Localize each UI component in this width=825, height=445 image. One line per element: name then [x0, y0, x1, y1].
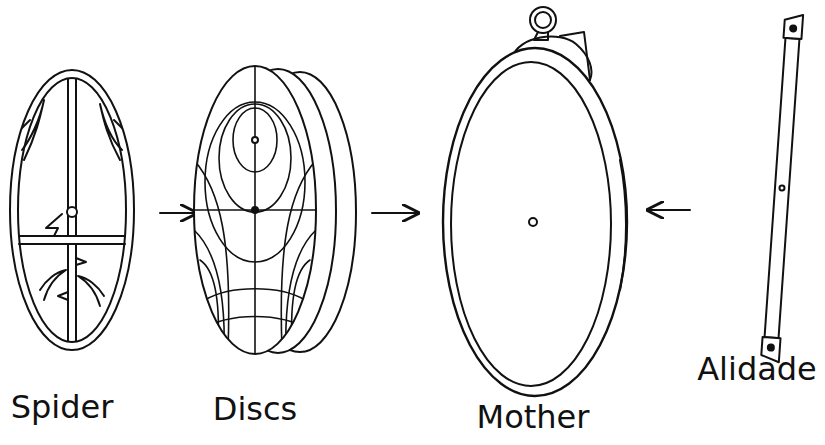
- part-name: Discs: [213, 392, 297, 427]
- alidade-drawing: [761, 14, 803, 362]
- part-name: Spider: [11, 390, 114, 425]
- arrow: [372, 212, 418, 214]
- arrow: [648, 209, 690, 211]
- part-name: Alidade: [697, 352, 817, 387]
- discs-drawing: [190, 60, 356, 360]
- spider-drawing: [10, 70, 134, 350]
- arrow: [160, 212, 196, 214]
- mother-drawing: [443, 7, 627, 396]
- part-name: Mother: [477, 400, 590, 435]
